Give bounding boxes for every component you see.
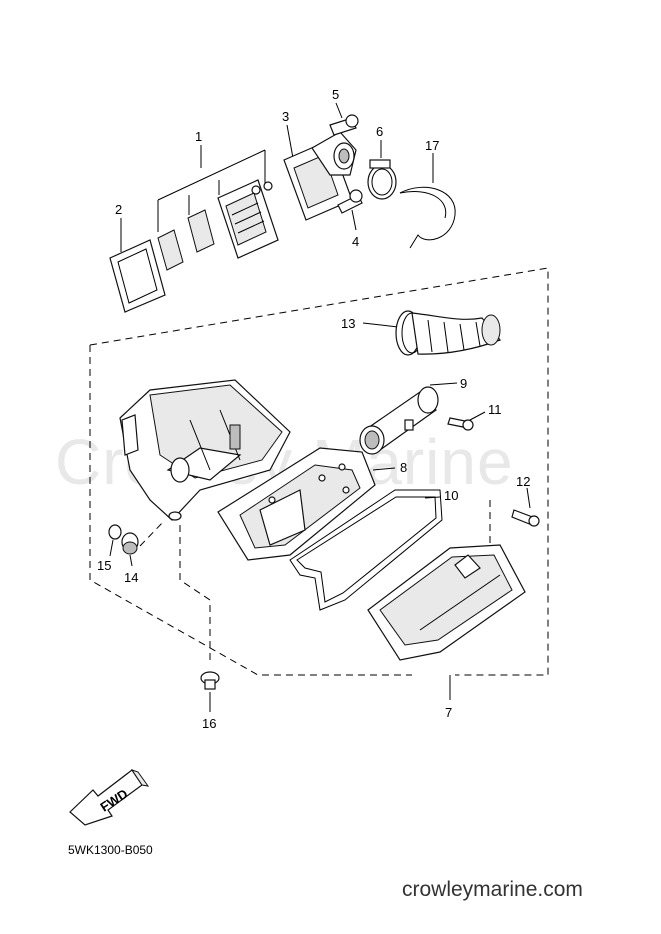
callout-1: 1 [195, 129, 202, 144]
air-cleaner-case [119, 379, 291, 521]
case-bolt [179, 525, 220, 712]
reed-petals [157, 209, 215, 271]
callout-15: 15 [97, 558, 111, 573]
air-filter-element [217, 447, 396, 561]
hose-clamp [367, 140, 397, 200]
drain-plug-cap [108, 519, 166, 567]
diagram-code: 5WK1300-B050 [68, 843, 153, 857]
callout-4: 4 [352, 234, 359, 249]
callout-13: 13 [341, 316, 355, 331]
callout-11: 11 [488, 402, 502, 417]
reed-gasket [109, 218, 166, 313]
manifold-bolt-lower [337, 189, 363, 231]
callout-5: 5 [332, 87, 339, 102]
callout-3: 3 [282, 109, 289, 124]
tube-screw [447, 411, 486, 431]
air-cleaner-cover [367, 500, 526, 661]
manifold-bolt-upper [329, 102, 359, 136]
connector-tube [359, 382, 458, 455]
intake-duct [362, 310, 502, 356]
callout-7: 7 [445, 705, 452, 720]
callout-12: 12 [516, 474, 530, 489]
forward-direction-arrow [69, 769, 150, 826]
case-seal [289, 489, 443, 611]
callout-8: 8 [400, 460, 407, 475]
air-cleaner-assembly-boundary [89, 267, 549, 700]
reed-valve-block [217, 179, 279, 259]
intake-manifold [283, 124, 357, 221]
callout-10: 10 [444, 488, 458, 503]
callout-numbers: 1 2 3 4 5 6 7 8 9 10 11 12 13 14 15 16 1… [97, 87, 530, 731]
cover-screw [511, 487, 540, 527]
spring-clip [399, 153, 456, 249]
callout-16: 16 [202, 716, 216, 731]
callout-2: 2 [115, 202, 122, 217]
callout-14: 14 [124, 570, 138, 585]
callout-17: 17 [425, 138, 439, 153]
callout-6: 6 [376, 124, 383, 139]
callout-1-leader [157, 145, 266, 232]
site-url[interactable]: crowleymarine.com [402, 878, 583, 901]
callout-9: 9 [460, 376, 467, 391]
